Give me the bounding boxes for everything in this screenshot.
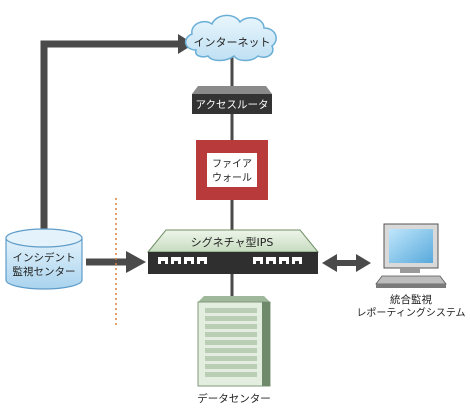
internet-label: インターネット — [194, 36, 271, 49]
router-icon — [192, 86, 272, 114]
incident-center-label-line2: 監視センター — [13, 265, 76, 278]
connection-lines — [40, 40, 358, 300]
firewall-label-line1: ファイア — [212, 159, 252, 170]
firewall-label-line2: ウォール — [212, 172, 252, 184]
building-icon — [197, 296, 271, 387]
incident-to-internet-line — [40, 40, 178, 232]
internet-node: インターネット — [184, 14, 277, 62]
monitor-icon — [375, 223, 447, 288]
ips-node: シグネチャ型IPS — [146, 229, 320, 274]
incident-center-node: インシデント 監視センター — [5, 228, 83, 290]
access-router-label: アクセスルータ — [196, 99, 269, 111]
database-icon — [5, 228, 83, 290]
ips-switch-icon — [146, 229, 320, 274]
data-center-node: データセンター — [197, 296, 271, 405]
arrowhead-to-ips — [126, 251, 146, 273]
access-router-node: アクセスルータ — [192, 86, 272, 114]
cloud-icon — [184, 14, 277, 62]
data-center-label: データセンター — [197, 392, 271, 405]
arrowhead-right-monitor — [356, 254, 371, 272]
arrowhead-left-ips — [322, 254, 337, 272]
integrated-monitor-label-line2: レポーティングシステム — [356, 306, 465, 319]
integrated-monitor-node: 統合監視 レポーティングシステム — [356, 223, 466, 319]
ips-label: シグネチャ型IPS — [191, 235, 274, 249]
firewall-node: ファイア ウォール — [196, 140, 268, 200]
incident-center-label-line1: インシデント — [13, 251, 76, 264]
integrated-monitor-label-line1: 統合監視 — [390, 293, 432, 306]
